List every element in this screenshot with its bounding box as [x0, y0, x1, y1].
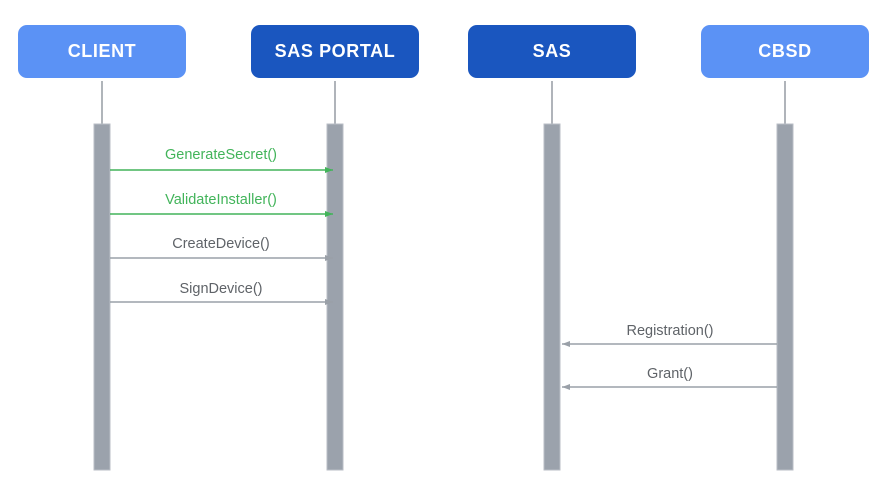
message-label-grant: Grant() [647, 366, 693, 382]
actor-box-sas-portal[interactable]: SAS PORTAL [251, 25, 419, 78]
message-label-validate-installer: ValidateInstaller() [165, 192, 277, 208]
actor-box-client[interactable]: CLIENT [18, 25, 186, 78]
activation-bar-cbsd [776, 123, 794, 471]
message-label-generate-secret: GenerateSecret() [164, 147, 278, 163]
message-label-create-device: CreateDevice() [172, 236, 270, 252]
activation-bar-sas [543, 123, 561, 471]
actor-box-cbsd[interactable]: CBSD [701, 25, 869, 78]
actor-label-sas: SAS [532, 41, 572, 61]
activation-bar-sas-portal [326, 123, 344, 471]
activation-bars-group [93, 123, 794, 471]
activation-bar-client [93, 123, 111, 471]
actor-box-sas[interactable]: SAS [468, 25, 636, 78]
actor-label-sas-portal: SAS PORTAL [274, 41, 396, 61]
message-label-sign-device: SignDevice() [179, 281, 263, 297]
message-label-registration: Registration() [626, 323, 714, 339]
actor-label-client: CLIENT [67, 41, 137, 61]
message-arrows-group [110, 167, 777, 390]
lifelines-group [101, 81, 786, 124]
actor-label-cbsd: CBSD [758, 41, 812, 61]
